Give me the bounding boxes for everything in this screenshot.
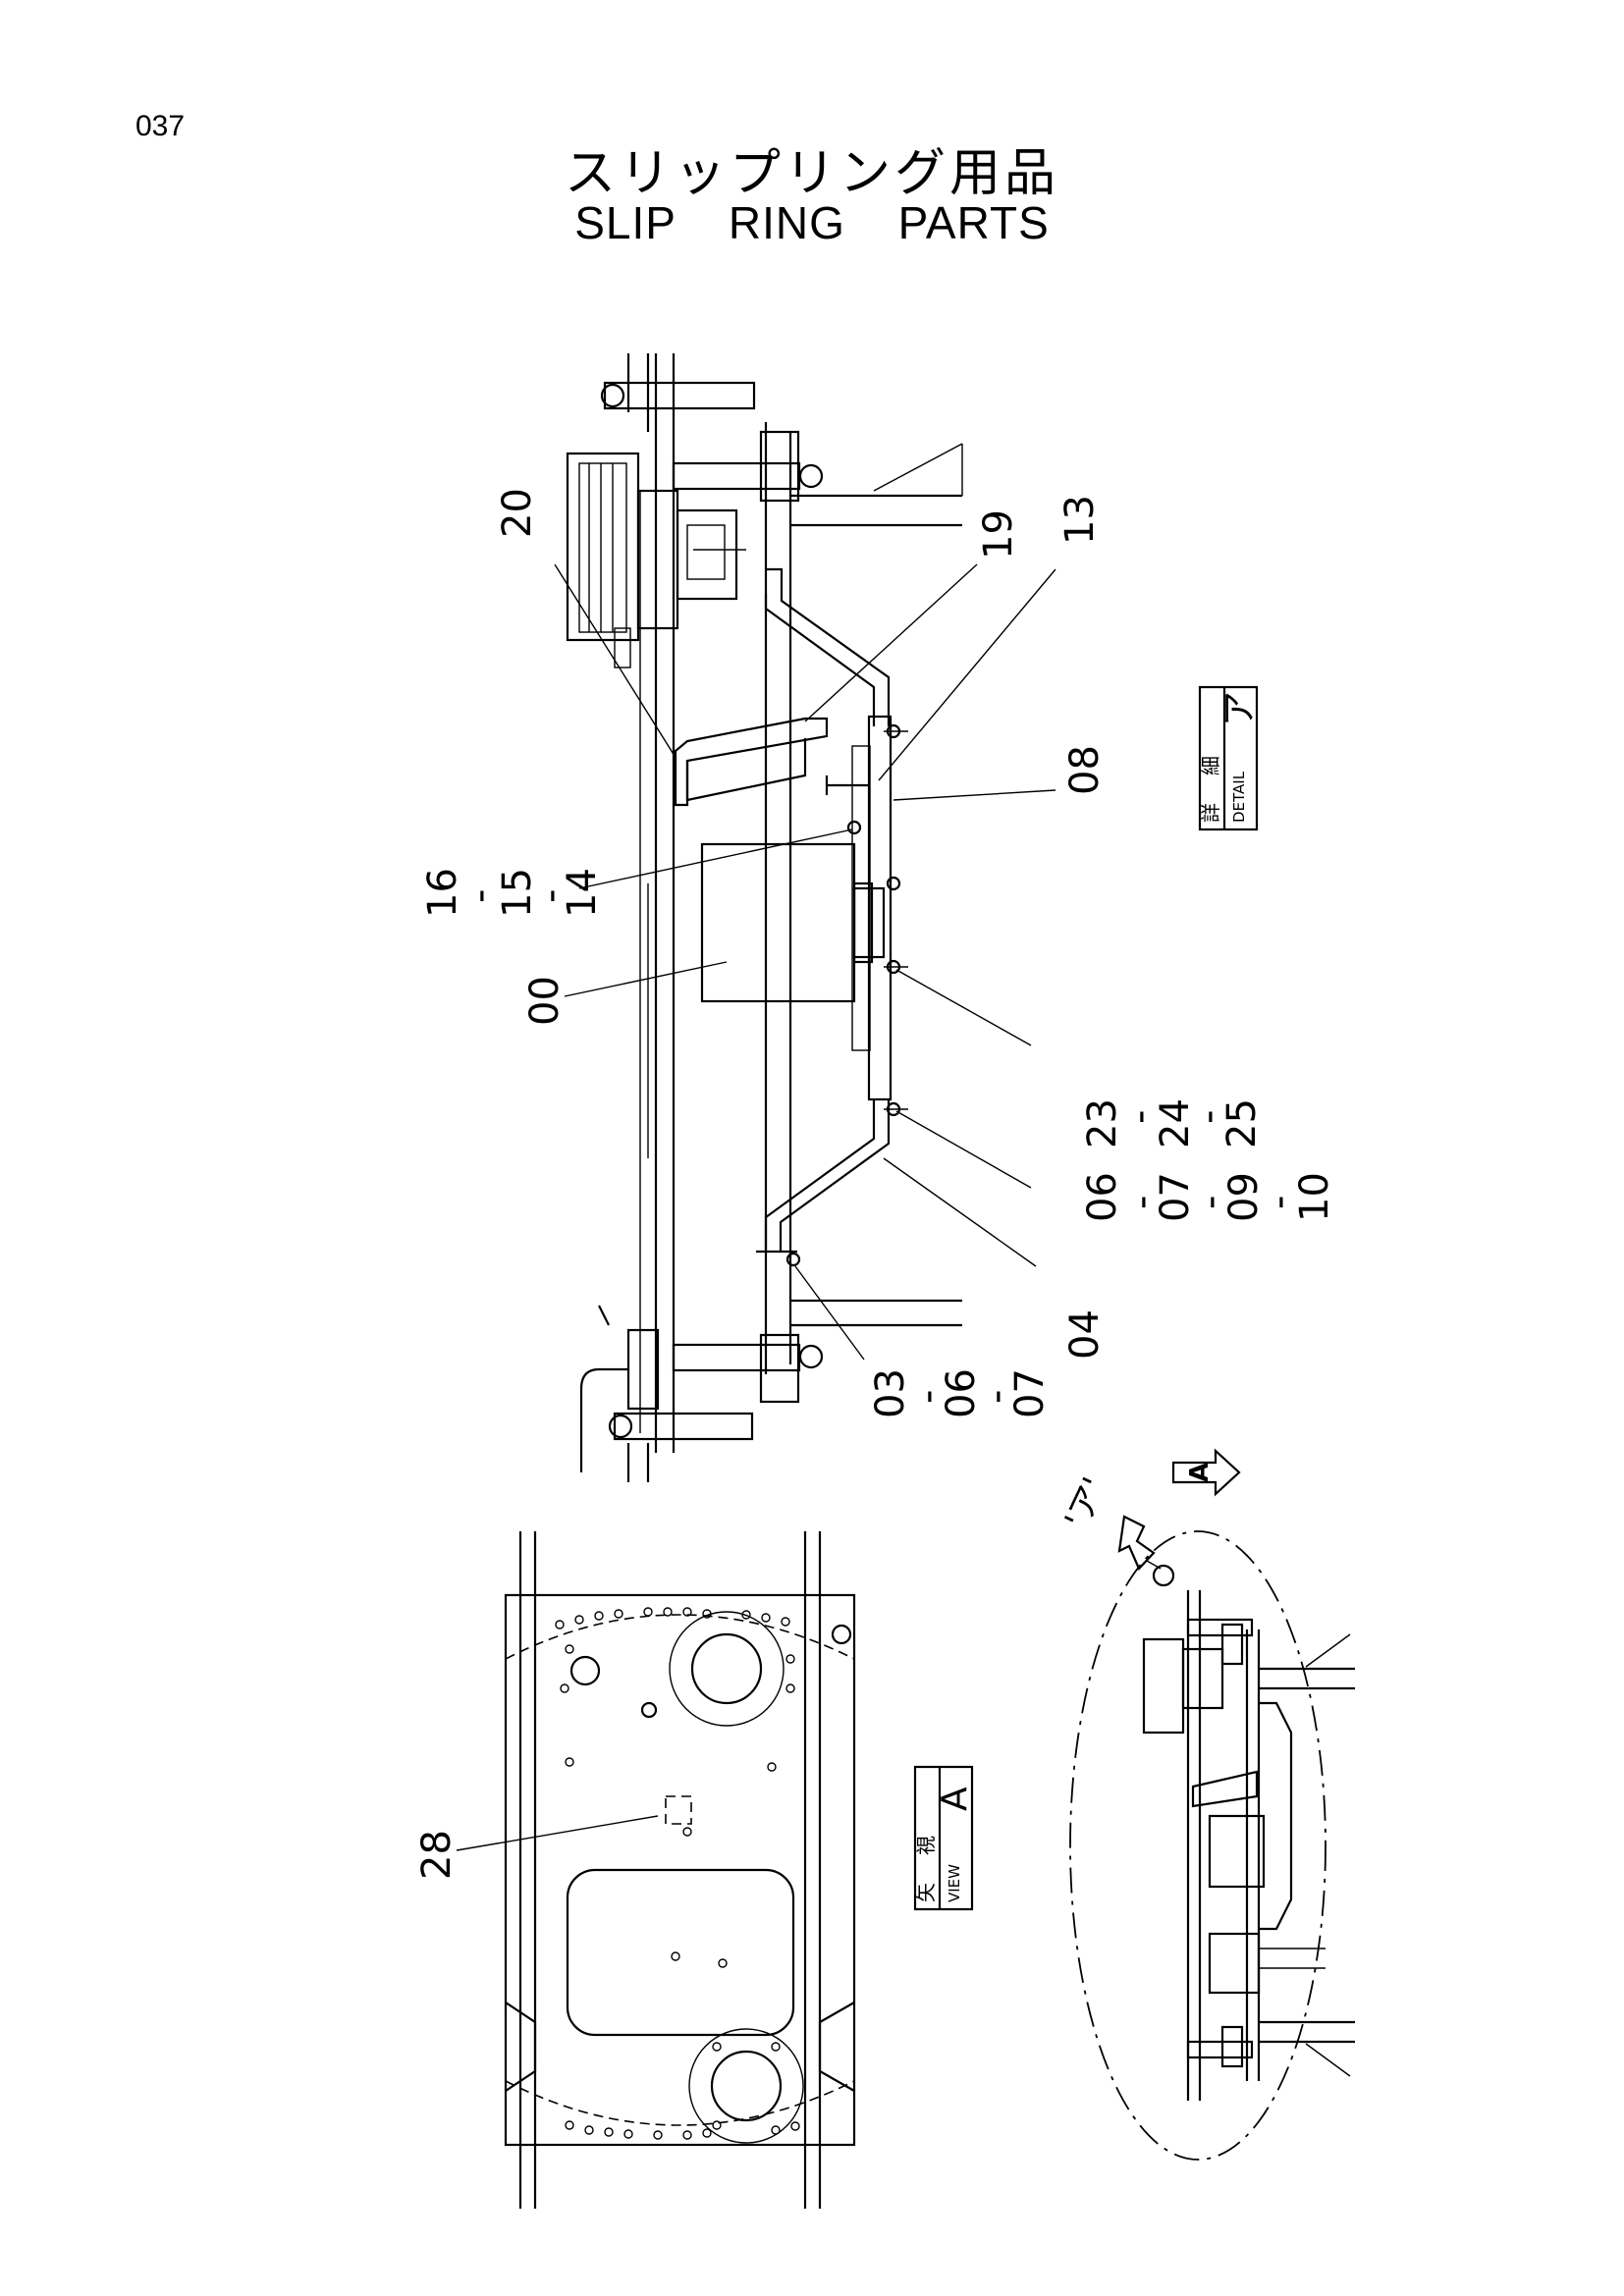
page-number: 037 xyxy=(135,110,186,142)
callout-08: 08 xyxy=(1062,745,1108,795)
view-label: VIEW xyxy=(946,1864,963,1902)
detail-letter: ア xyxy=(1219,691,1260,726)
title-english: SLIP RING PARTS xyxy=(574,197,1050,248)
title-japanese: スリップリング用品 xyxy=(564,144,1059,203)
callout-07: 07 xyxy=(1007,1368,1053,1418)
callout-16: 16 xyxy=(420,868,465,918)
callout-25: 25 xyxy=(1219,1098,1265,1148)
callout-dash: - xyxy=(905,1390,950,1404)
detail-label: DETAIL xyxy=(1230,771,1248,823)
detail-marker-text: 'ア' xyxy=(1057,1471,1115,1535)
view-a-arrow: A xyxy=(1171,1448,1241,1497)
callout-14: 14 xyxy=(560,868,605,918)
callout-10: 10 xyxy=(1292,1172,1337,1222)
callout-09: 09 xyxy=(1221,1172,1267,1222)
leader-lines xyxy=(456,563,1056,1851)
view-arrow-letter: A xyxy=(1185,1463,1215,1482)
view-kanji-1: 矢 xyxy=(914,1883,938,1902)
detail-kanji-2: 細 xyxy=(1199,756,1222,775)
callout-dash: - xyxy=(458,889,503,903)
callout-24: 24 xyxy=(1153,1098,1198,1148)
callout-03: 03 xyxy=(868,1368,913,1418)
view-kanji-2: 視 xyxy=(914,1836,938,1855)
view-letter: A xyxy=(935,1787,975,1811)
callout-13: 13 xyxy=(1057,495,1103,545)
main-assembly xyxy=(566,353,963,1482)
view-a-frame xyxy=(504,1531,856,2209)
callout-06: 06 xyxy=(939,1368,984,1418)
detail-inset xyxy=(1069,1530,1355,2161)
callout-15: 15 xyxy=(495,868,540,918)
callout-07: 07 xyxy=(1153,1172,1198,1222)
view-label-box: 矢 視 VIEW A xyxy=(913,1765,975,1911)
callout-06: 06 xyxy=(1080,1172,1125,1222)
detail-marker: 'ア' xyxy=(1057,1471,1162,1571)
callout-00: 00 xyxy=(522,976,568,1026)
callouts: 20 19 13 08 16 - 15 - 14 00 23 - 24 - 25… xyxy=(414,488,1337,1880)
callout-19: 19 xyxy=(976,509,1021,560)
callout-dash: - xyxy=(1117,1110,1163,1124)
callout-dash: - xyxy=(1188,1196,1233,1209)
callout-23: 23 xyxy=(1080,1098,1125,1148)
callout-20: 20 xyxy=(495,488,540,538)
callout-dash: - xyxy=(974,1390,1019,1404)
callout-dash: - xyxy=(528,889,573,903)
callout-28: 28 xyxy=(414,1830,460,1880)
detail-kanji-1: 詳 xyxy=(1199,803,1222,823)
callout-04: 04 xyxy=(1062,1309,1108,1360)
detail-label-box: 詳 細 DETAIL ア xyxy=(1198,685,1260,831)
callout-dash: - xyxy=(1257,1196,1302,1209)
callout-dash: - xyxy=(1119,1196,1164,1209)
callout-dash: - xyxy=(1186,1110,1231,1124)
